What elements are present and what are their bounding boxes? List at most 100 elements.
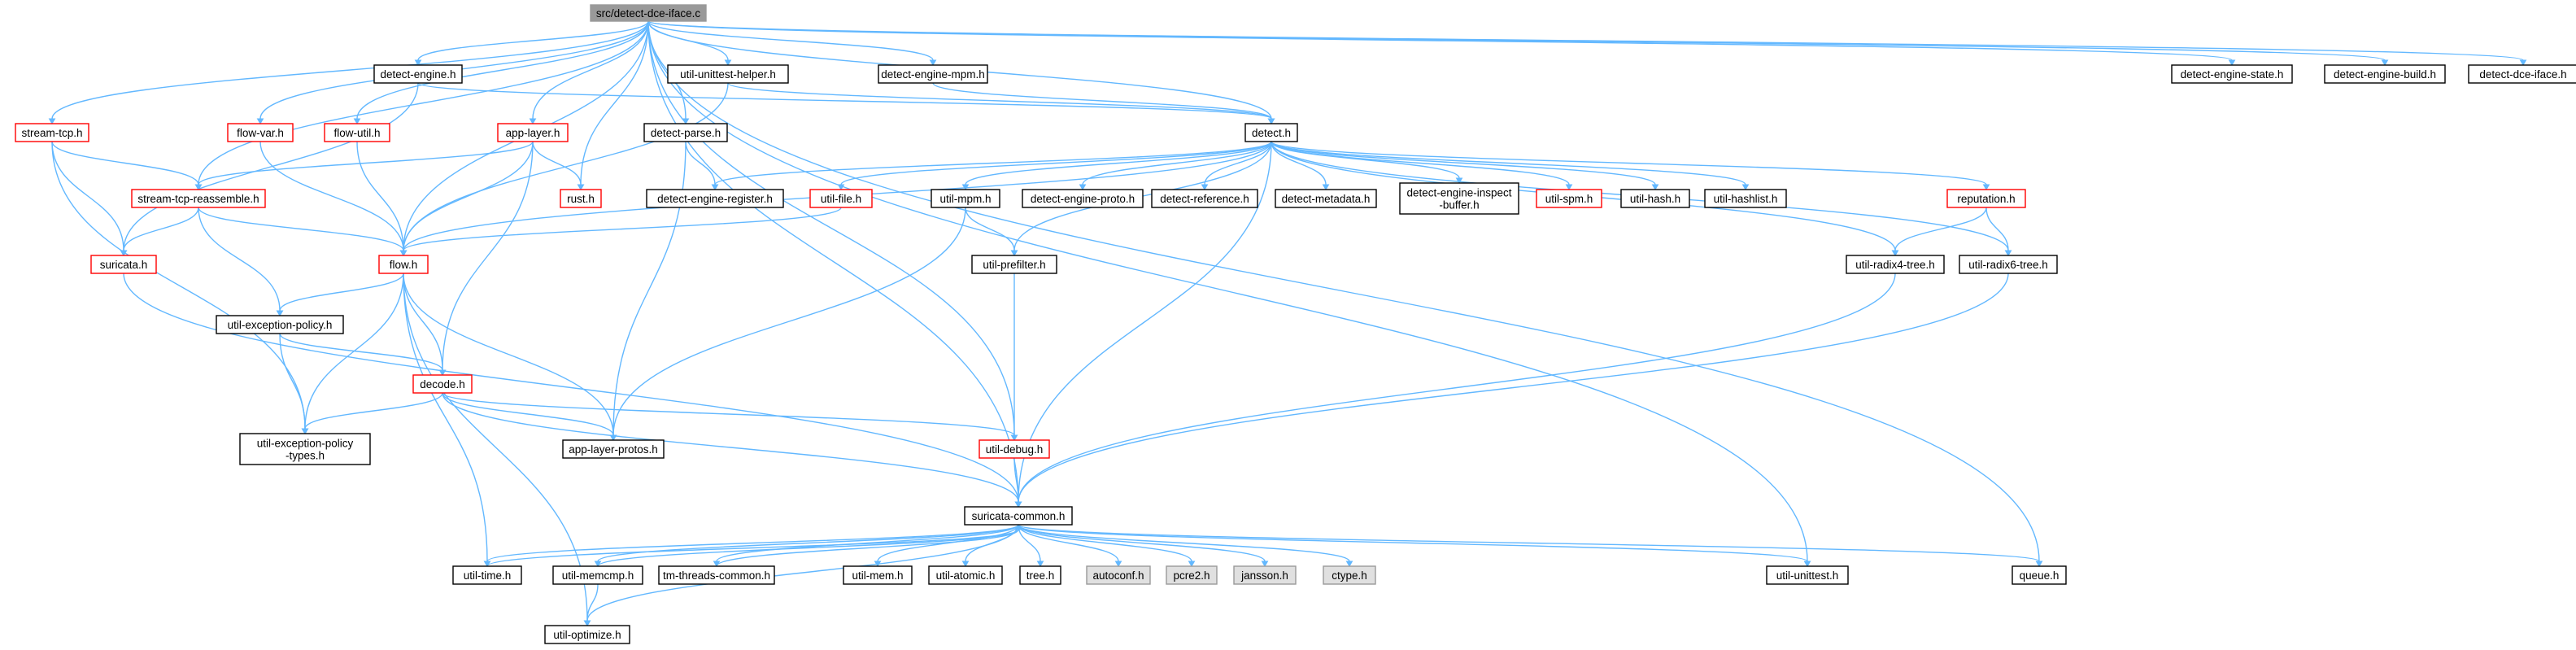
node-detect-engine-inspect-buffer-h[interactable]: detect-engine-inspect-buffer.h xyxy=(1399,182,1519,215)
node-flow-util-h[interactable]: flow-util.h xyxy=(324,123,390,142)
node-label: util-debug.h xyxy=(986,443,1044,456)
edge-root-to-util_debug_h xyxy=(647,20,1018,441)
edge-util_mpm_h-to-util_prefilter_h xyxy=(965,207,1018,256)
edge-stream_tcp_h-to-util_exception_policy_types_h xyxy=(51,141,309,434)
node-detect-engine-h[interactable]: detect-engine.h xyxy=(373,64,463,84)
node-label: detect-engine-proto.h xyxy=(1031,193,1135,205)
node-label: tree.h xyxy=(1026,569,1055,582)
edge-detect_parse_h-to-app_layer_protos_h xyxy=(609,141,686,441)
node-util-prefilter-h[interactable]: util-prefilter.h xyxy=(971,255,1057,274)
node-tm-threads-common-h[interactable]: tm-threads-common.h xyxy=(658,565,775,585)
edge-root-to-detect_engine_h xyxy=(414,20,649,66)
node-label: detect-reference.h xyxy=(1160,193,1249,205)
node-util-memcmp-h[interactable]: util-memcmp.h xyxy=(552,565,643,585)
node-label: pcre2.h xyxy=(1173,569,1210,582)
edge-flow_h-to-util_exception_policy_types_h xyxy=(301,273,404,434)
node-stream-tcp-h[interactable]: stream-tcp.h xyxy=(15,123,89,142)
node-detect-parse-h[interactable]: detect-parse.h xyxy=(643,123,728,142)
node-tree-h[interactable]: tree.h xyxy=(1019,565,1061,585)
edge-detect_h-to-reputation_h xyxy=(1271,141,1990,190)
node-detect-engine-proto-h[interactable]: detect-engine-proto.h xyxy=(1022,189,1144,208)
node-autoconf-h[interactable]: autoconf.h xyxy=(1086,565,1151,585)
edge-util_file_h-to-flow_h xyxy=(399,207,842,256)
node-util-spm-h[interactable]: util-spm.h xyxy=(1536,189,1602,208)
node-util-file-h[interactable]: util-file.h xyxy=(809,189,873,208)
node-root[interactable]: src/detect-dce-iface.c xyxy=(590,4,707,22)
edge-root-to-detect_engine_build_h xyxy=(647,20,2389,66)
node-util-atomic-h[interactable]: util-atomic.h xyxy=(928,565,1003,585)
node-detect-engine-state-h[interactable]: detect-engine-state.h xyxy=(2171,64,2293,84)
node-flow-var-h[interactable]: flow-var.h xyxy=(227,123,294,142)
node-stream-tcp-reassemble-h[interactable]: stream-tcp-reassemble.h xyxy=(131,189,266,208)
edge-detect_parse_h-to-detect_engine_register_h xyxy=(685,141,719,190)
node-detect-h[interactable]: detect.h xyxy=(1244,123,1298,142)
node-app-layer-h[interactable]: app-layer.h xyxy=(497,123,569,142)
edge-decode_h-to-suricata_common_h xyxy=(442,392,1022,508)
node-jansson-h[interactable]: jansson.h xyxy=(1233,565,1297,585)
node-label: detect-engine-build.h xyxy=(2334,68,2436,81)
node-suricata-h[interactable]: suricata.h xyxy=(90,255,157,274)
node-detect-engine-build-h[interactable]: detect-engine-build.h xyxy=(2324,64,2446,84)
node-label: suricata.h xyxy=(100,259,148,271)
node-app-layer-protos-h[interactable]: app-layer-protos.h xyxy=(562,439,665,459)
node-detect-engine-register-h[interactable]: detect-engine-register.h xyxy=(646,189,784,208)
edge-root-to-queue_h xyxy=(647,20,2043,567)
node-label: detect-engine.h xyxy=(380,68,455,81)
node-label: detect-engine-mpm.h xyxy=(881,68,985,81)
edge-detect_h-to-detect_reference_h xyxy=(1201,141,1272,190)
node-util-debug-h[interactable]: util-debug.h xyxy=(979,439,1050,459)
edge-suricata_common_h-to-util_unittest_h xyxy=(1018,524,1811,567)
node-label: reputation.h xyxy=(1957,193,2015,205)
node-label: detect-engine-inspect xyxy=(1406,187,1511,199)
edge-util_radix4_tree_h-to-suricata_common_h xyxy=(1014,273,1896,508)
node-label: util-file.h xyxy=(821,193,861,205)
edge-stream_tcp_h-to-stream_tcp_reassemble_h xyxy=(51,141,203,190)
node-detect-reference-h[interactable]: detect-reference.h xyxy=(1151,189,1258,208)
node-util-time-h[interactable]: util-time.h xyxy=(452,565,522,585)
edge-root-to-stream_tcp_h xyxy=(48,20,649,124)
node-label: detect-engine-register.h xyxy=(657,193,773,205)
edge-detect_h-to-detect_metadata_h xyxy=(1271,141,1330,190)
node-util-unittest-h[interactable]: util-unittest.h xyxy=(1766,565,1849,585)
node-util-exception-policy-h[interactable]: util-exception-policy.h xyxy=(216,315,344,334)
node-queue-h[interactable]: queue.h xyxy=(2012,565,2067,585)
node-detect-dce-iface-h[interactable]: detect-dce-iface.h xyxy=(2468,64,2576,84)
node-reputation-h[interactable]: reputation.h xyxy=(1946,189,2026,208)
edges-layer xyxy=(48,20,2527,626)
node-util-hash-h[interactable]: util-hash.h xyxy=(1620,189,1690,208)
edge-detect_h-to-util_mpm_h xyxy=(961,141,1272,190)
node-ctype-h[interactable]: ctype.h xyxy=(1323,565,1376,585)
node-label: util-time.h xyxy=(464,569,512,582)
node-label: stream-tcp.h xyxy=(21,127,82,139)
node-pcre2-h[interactable]: pcre2.h xyxy=(1166,565,1218,585)
node-util-unittest-helper-h[interactable]: util-unittest-helper.h xyxy=(667,64,789,84)
node-detect-engine-mpm-h[interactable]: detect-engine-mpm.h xyxy=(878,64,988,84)
node-flow-h[interactable]: flow.h xyxy=(378,255,429,274)
edge-util_memcmp_h-to-util_optimize_h xyxy=(583,583,599,626)
edge-detect_h-to-detect_engine_proto_h xyxy=(1079,141,1272,190)
edge-detect_engine_mpm_h-to-detect_h xyxy=(932,82,1275,124)
node-label: util-exception-policy.h xyxy=(228,319,333,331)
node-suricata-common-h[interactable]: suricata-common.h xyxy=(964,506,1073,526)
node-rust-h[interactable]: rust.h xyxy=(560,189,602,208)
edge-detect_h-to-util_hash_h xyxy=(1271,141,1659,190)
node-detect-metadata-h[interactable]: detect-metadata.h xyxy=(1275,189,1377,208)
node-util-radix6-tree-h[interactable]: util-radix6-tree.h xyxy=(1959,255,2058,274)
edge-flow_util_h-to-flow_h xyxy=(356,141,408,256)
edge-detect_h-to-detect_engine_inspect_buffer_h xyxy=(1271,141,1463,184)
node-label: detect-metadata.h xyxy=(1282,193,1371,205)
node-label: util-hashlist.h xyxy=(1714,193,1778,205)
node-util-optimize-h[interactable]: util-optimize.h xyxy=(544,625,630,644)
edge-suricata_common_h-to-pcre2_h xyxy=(1018,524,1196,567)
node-label: autoconf.h xyxy=(1092,569,1144,582)
node-util-hashlist-h[interactable]: util-hashlist.h xyxy=(1704,189,1787,208)
node-util-mem-h[interactable]: util-mem.h xyxy=(843,565,913,585)
edge-decode_h-to-util_exception_policy_types_h xyxy=(301,392,443,434)
edge-suricata_common_h-to-util_memcmp_h xyxy=(594,524,1019,567)
node-util-mpm-h[interactable]: util-mpm.h xyxy=(931,189,1000,208)
edge-app_layer_h-to-decode_h xyxy=(438,141,534,376)
node-util-exception-policy-types-h[interactable]: util-exception-policy-types.h xyxy=(239,433,371,465)
node-util-radix4-tree-h[interactable]: util-radix4-tree.h xyxy=(1846,255,1945,274)
node-decode-h[interactable]: decode.h xyxy=(412,374,473,394)
edge-util_exception_policy_h-to-decode_h xyxy=(279,333,447,376)
